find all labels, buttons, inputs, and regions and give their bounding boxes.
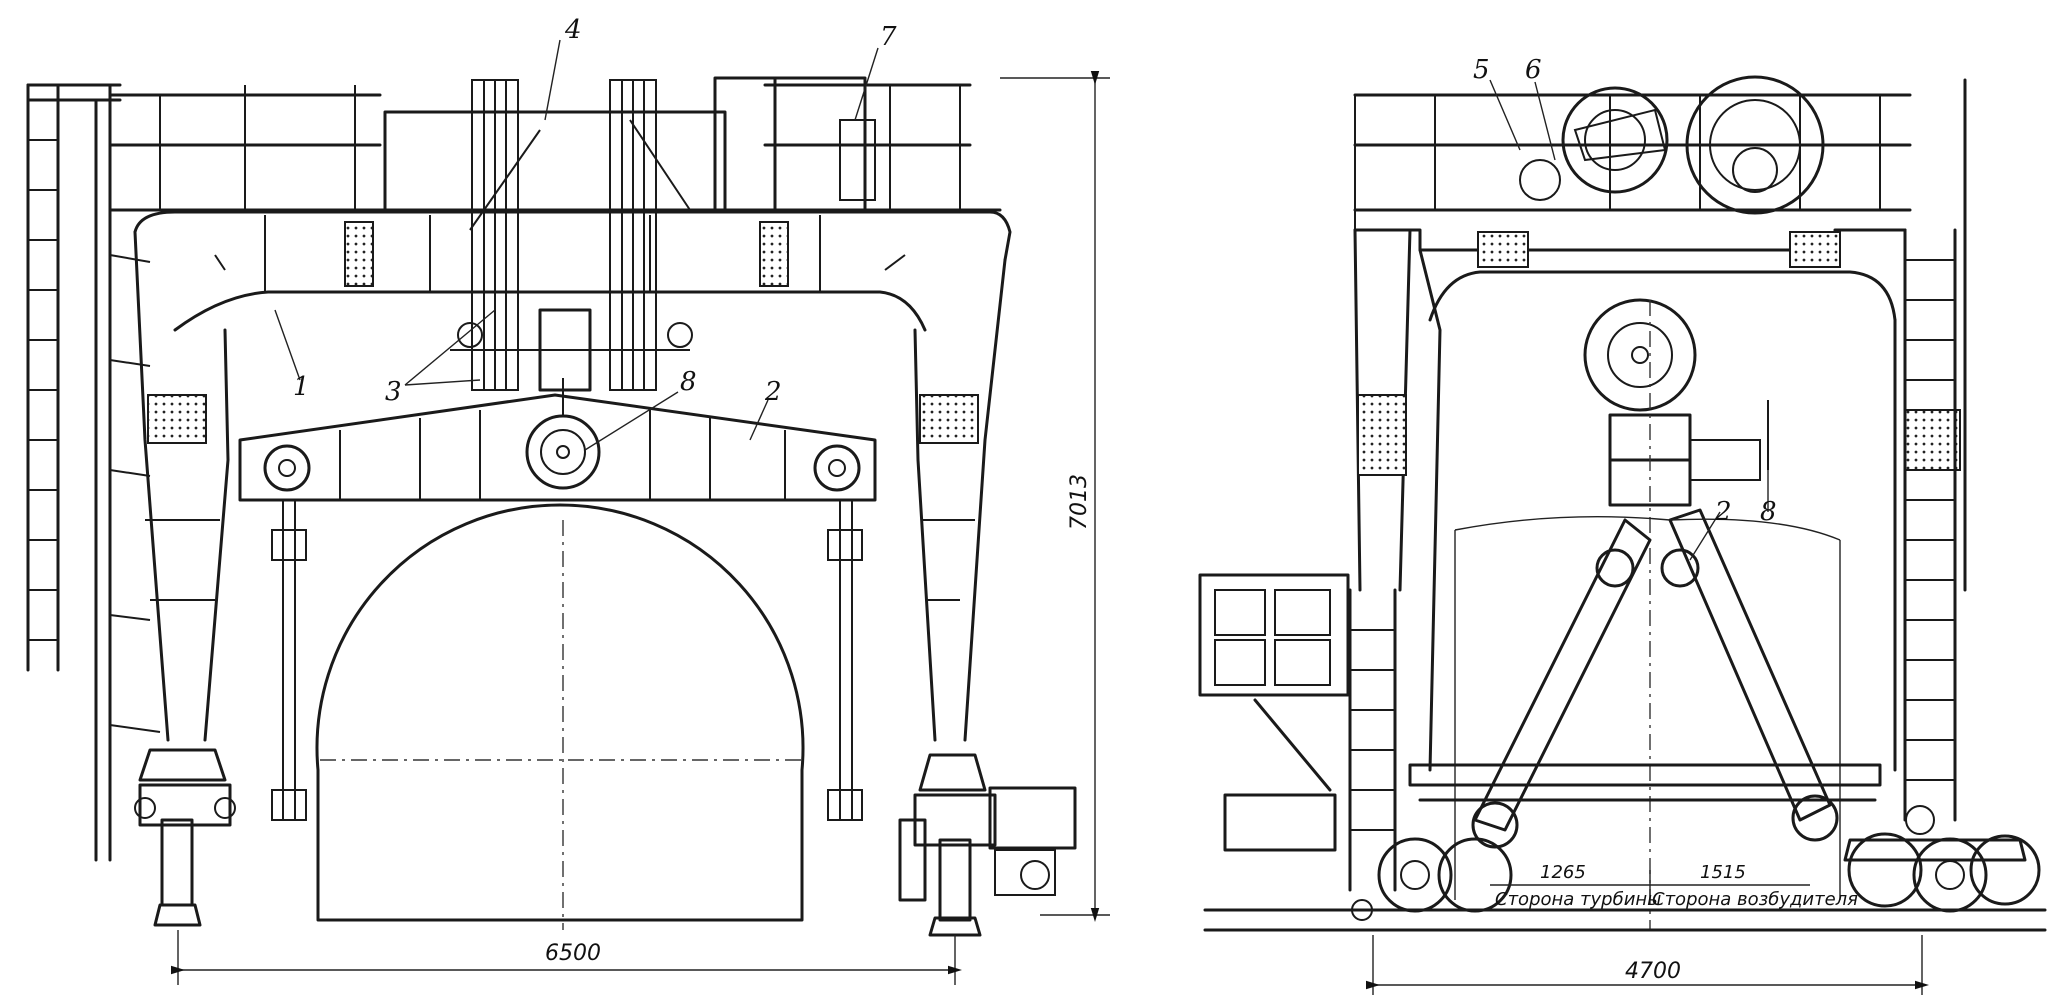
- left-ladder: [26, 83, 161, 862]
- top-platform: [108, 76, 1002, 212]
- exciter-side-label: Сторона возбудителя: [1652, 889, 1858, 910]
- operator-cab: [1198, 573, 1350, 852]
- label-part-3: 3: [385, 377, 402, 407]
- label-part-8-left: 8: [680, 367, 697, 397]
- right-view: 1265 1515 Сторона турбины Сторона возбуд…: [1198, 55, 2047, 995]
- dim-track: 4700: [1366, 935, 1929, 995]
- left-leaders: [274, 39, 879, 451]
- right-top-platform: [1353, 75, 1967, 592]
- dim-offsets: 1265 1515 Сторона турбины Сторона возбуд…: [1490, 862, 1858, 910]
- dim-height-value: 7013: [1067, 474, 1092, 530]
- traverse-beam: [238, 378, 877, 502]
- hanging-rods: [271, 500, 863, 821]
- dim-offset-right: 1515: [1700, 862, 1746, 883]
- label-part-1: 1: [293, 372, 310, 402]
- dim-span: 6500: [171, 930, 962, 985]
- dim-offset-left: 1265: [1540, 862, 1586, 883]
- label-part-5: 5: [1473, 55, 1490, 85]
- right-left-ladder: [1348, 588, 1397, 892]
- right-leaders: [1489, 79, 1769, 561]
- right-gantry-frame: [1353, 228, 1961, 772]
- hook-block: [1583, 298, 1769, 930]
- right-bogie: [898, 753, 1077, 937]
- a-frame-sling: [1454, 508, 1841, 900]
- stator-load: [315, 503, 805, 930]
- label-part-4: 4: [564, 15, 582, 45]
- left-view: 6500 7013 1 2 3 4 7 8: [26, 15, 1110, 985]
- left-bogie: [134, 748, 236, 927]
- dim-span-value: 6500: [545, 941, 601, 966]
- label-part-6: 6: [1525, 55, 1542, 85]
- dim-track-value: 4700: [1625, 959, 1681, 984]
- turbine-side-label: Сторона турбины: [1495, 889, 1661, 910]
- gantry-frame: [133, 210, 1012, 742]
- label-part-2-left: 2: [764, 377, 782, 407]
- right-ladder: [1903, 228, 1957, 822]
- lower-beam-bogies: [1351, 763, 2041, 921]
- rope-blocks: [450, 79, 693, 392]
- dim-height: 7013: [1000, 71, 1110, 922]
- label-part-7: 7: [880, 22, 897, 52]
- label-part-8-right: 8: [1760, 497, 1777, 527]
- label-part-2-right: 2: [1714, 497, 1732, 527]
- rail: [1203, 908, 2047, 932]
